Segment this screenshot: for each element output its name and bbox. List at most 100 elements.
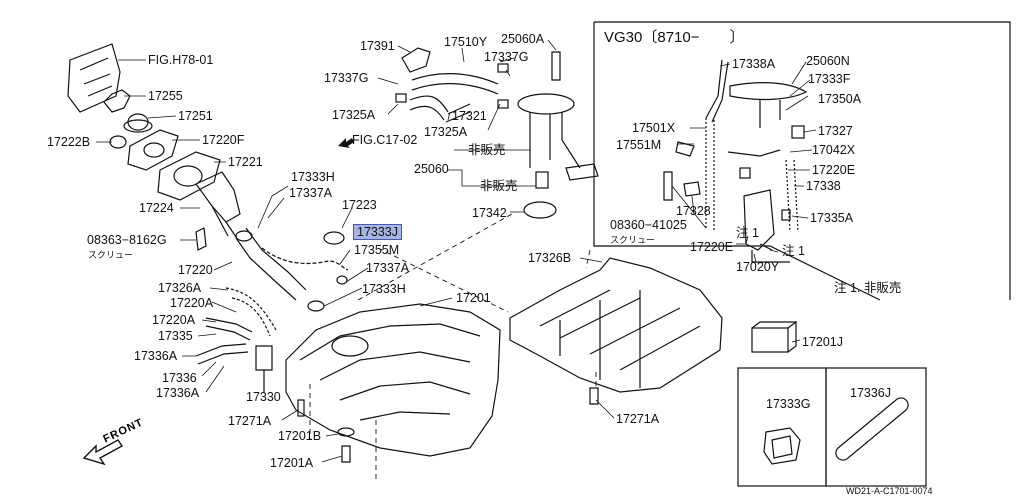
inset-17336j-box <box>825 367 927 487</box>
valve-17330 <box>255 345 273 371</box>
part-17221[interactable]: 17221 <box>228 155 263 169</box>
screw-08363 <box>195 227 207 251</box>
part-17328[interactable]: 17328 <box>676 204 711 218</box>
part-17271a-1[interactable]: 17271A <box>228 414 272 428</box>
hose-17501x <box>705 59 729 123</box>
note-not-for-sale: 注 1. 非販売 <box>834 281 902 295</box>
gasket-17220f <box>127 129 179 171</box>
not-for-sale-1: 非販売 <box>468 143 506 157</box>
part-17220e-2[interactable]: 17220E <box>690 240 734 254</box>
part-17326b[interactable]: 17326B <box>528 251 572 265</box>
note-1-a: 注 1 <box>736 226 759 240</box>
part-17201b[interactable]: 17201B <box>278 429 322 443</box>
part-17327[interactable]: 17327 <box>818 124 853 138</box>
part-17338[interactable]: 17338 <box>806 179 841 193</box>
bracket-plate <box>67 43 121 113</box>
part-17551m[interactable]: 17551M <box>616 138 662 152</box>
part-17350a[interactable]: 17350A <box>818 92 862 106</box>
part-17333g[interactable]: 17333G <box>766 397 811 411</box>
part-17224[interactable]: 17224 <box>139 201 174 215</box>
part-17510y[interactable]: 17510Y <box>444 35 488 49</box>
gauge-unit-25060 <box>517 93 575 115</box>
part-17333f[interactable]: 17333F <box>808 72 851 86</box>
part-17336j[interactable]: 17336J <box>850 386 892 400</box>
part-17201j[interactable]: 17201J <box>802 335 844 349</box>
note-1-b: 注 1 <box>782 244 805 258</box>
clip-17333g <box>763 427 801 465</box>
part-17330[interactable]: 17330 <box>246 390 281 404</box>
part-17336[interactable]: 17336 <box>162 371 197 385</box>
part-17333j-highlighted[interactable]: 17333J <box>353 224 403 240</box>
part-17325a-1[interactable]: 17325A <box>332 108 376 122</box>
part-17337g-2[interactable]: 17337G <box>484 50 529 64</box>
bolt-25060a <box>551 51 561 81</box>
part-17220a-1[interactable]: 17220A <box>170 296 214 310</box>
part-17355m[interactable]: 17355M <box>354 243 400 257</box>
hose-17321 <box>409 95 449 121</box>
part-17220e-1[interactable]: 17220E <box>812 163 856 177</box>
part-17222b[interactable]: 17222B <box>47 135 91 149</box>
part-08360[interactable]: 08360−41025 <box>610 218 687 232</box>
tube-17336j <box>835 397 909 461</box>
front-arrow <box>82 439 124 466</box>
inset-17333g-box <box>737 367 827 487</box>
cap-17222b <box>109 135 127 149</box>
screw-note-1: スクリュー <box>88 250 134 260</box>
part-17333h-1[interactable]: 17333H <box>291 170 335 184</box>
part-08363[interactable]: 08363−8162G <box>87 233 167 247</box>
part-17220[interactable]: 17220 <box>178 263 213 277</box>
bolt-17201a <box>341 445 351 463</box>
part-17321[interactable]: 17321 <box>452 109 487 123</box>
part-17042x[interactable]: 17042X <box>812 143 856 157</box>
bolt-17271a-right <box>589 387 599 405</box>
part-17335[interactable]: 17335 <box>158 329 193 343</box>
part-17391[interactable]: 17391 <box>360 39 395 53</box>
part-25060[interactable]: 25060 <box>414 162 449 176</box>
fuel-tank-17201 <box>285 303 501 457</box>
part-17326a[interactable]: 17326A <box>158 281 202 295</box>
part-17337a-1[interactable]: 17337A <box>289 186 333 200</box>
part-17020y[interactable]: 17020Y <box>736 260 780 274</box>
corrugated-hose-17326a <box>225 287 277 337</box>
grommet-17251 <box>127 113 149 131</box>
sender-unit-25060n <box>729 82 808 101</box>
hose-17510y <box>411 73 499 95</box>
clip-17328 <box>683 181 701 197</box>
hose-17338 <box>785 159 799 233</box>
ref-fig-h78[interactable]: FIG.H78-01 <box>148 53 214 67</box>
screw-note-2: スクリュー <box>610 235 656 245</box>
part-17325a-2[interactable]: 17325A <box>424 125 468 139</box>
pump-17020y <box>743 189 775 251</box>
gasket-17342 <box>523 201 557 219</box>
part-17335a[interactable]: 17335A <box>810 211 854 225</box>
part-17201a[interactable]: 17201A <box>270 456 314 470</box>
part-17271a-2[interactable]: 17271A <box>616 412 660 426</box>
hose-17355m <box>261 247 349 271</box>
protector-17326b <box>509 257 723 393</box>
part-17255[interactable]: 17255 <box>148 89 183 103</box>
part-17501x[interactable]: 17501X <box>632 121 676 135</box>
clamp-17391 <box>401 47 431 73</box>
bolt-17271a <box>297 399 305 417</box>
screw-08360 <box>663 171 673 201</box>
part-17251[interactable]: 17251 <box>178 109 213 123</box>
part-17337a-2[interactable]: 17337A <box>366 261 410 275</box>
part-25060n[interactable]: 25060N <box>806 54 850 68</box>
part-17336a-1[interactable]: 17336A <box>134 349 178 363</box>
not-for-sale-2: 非販売 <box>480 179 518 193</box>
part-17220f[interactable]: 17220F <box>202 133 245 147</box>
part-25060a[interactable]: 25060A <box>501 32 545 46</box>
hose-17220 <box>235 227 307 301</box>
part-17337g-1[interactable]: 17337G <box>324 71 369 85</box>
inset-frame <box>593 21 1011 301</box>
part-17338a[interactable]: 17338A <box>732 57 776 71</box>
ref-fig-c17[interactable]: FIG.C17-02 <box>352 133 418 147</box>
part-17336a-2[interactable]: 17336A <box>156 386 200 400</box>
fig-c17-arrow <box>338 138 354 148</box>
part-17342[interactable]: 17342 <box>472 206 507 220</box>
part-17333h-2[interactable]: 17333H <box>362 282 406 296</box>
part-17201[interactable]: 17201 <box>456 291 491 305</box>
part-17220a-2[interactable]: 17220A <box>152 313 196 327</box>
part-17223[interactable]: 17223 <box>342 198 377 212</box>
